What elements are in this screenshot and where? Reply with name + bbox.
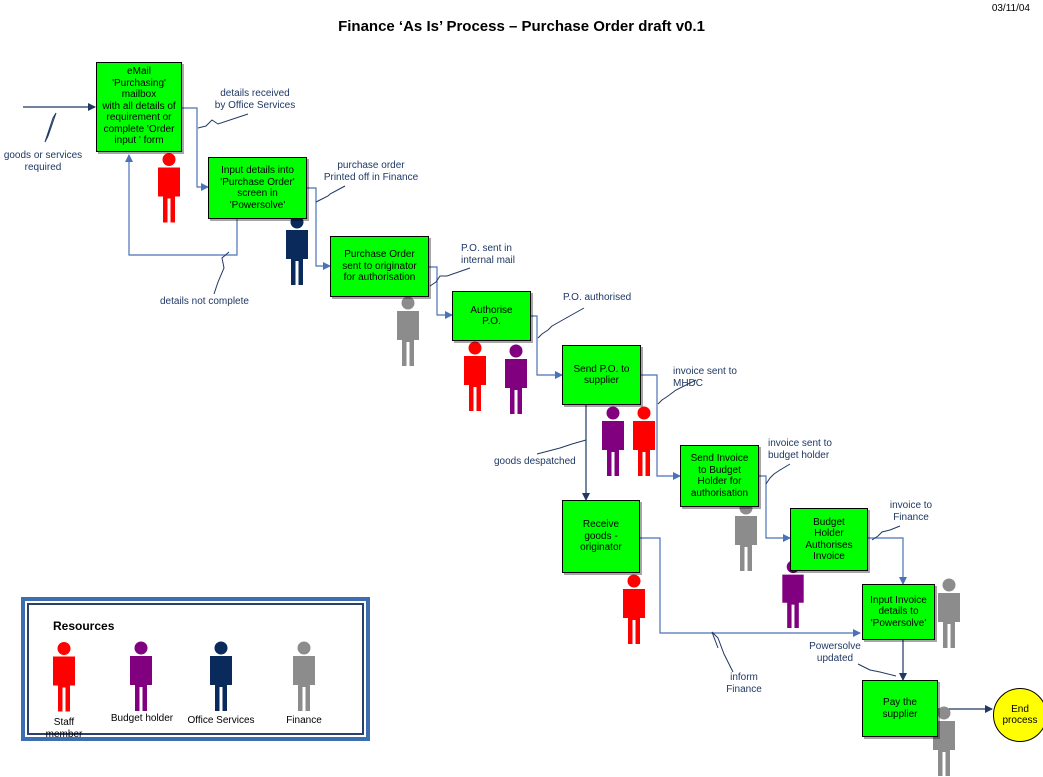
connector-send-invoice (641, 374, 681, 480)
callout-details-received (197, 113, 249, 129)
staff-member-icon (53, 642, 75, 712)
end-process: End process (993, 688, 1043, 742)
budget-holder-icon (130, 641, 152, 711)
callout-invoice-budget (765, 463, 791, 485)
step-budget-holder-authorises: Budget Holder Authorises Invoice (790, 508, 868, 571)
note-details-not-complete: details not complete (160, 296, 249, 307)
document-date: 03/11/04 (991, 3, 1030, 14)
note-invoice-mhdc: invoice sent to MHDC (673, 366, 737, 389)
note-po-printed: purchase order Printed off in Finance (323, 160, 419, 183)
step-po-sent-originator: Purchase Order sent to originator for au… (330, 236, 429, 297)
note-goods-despatched: goods despatched (494, 456, 576, 467)
connector-email-input (182, 107, 209, 191)
legend-label-office: Office Services (187, 715, 255, 726)
connector-loop-back (125, 154, 238, 256)
connector-po-authorise (429, 266, 453, 319)
staff-member-icon (158, 153, 180, 223)
step-receive-goods: Receive goods - originator (562, 500, 640, 573)
budget-holder-icon (505, 344, 527, 414)
connector-input-po (307, 187, 331, 270)
legend-label-finance: Finance (286, 715, 322, 726)
note-goods-required: goods or services required (3, 150, 83, 173)
step-input-invoice: Input Invoice details to 'Powersolve' (862, 584, 935, 640)
callout-mhdc (657, 379, 697, 405)
budget-holder-icon (602, 406, 624, 476)
finance-icon (293, 641, 315, 711)
step-pay-supplier: Pay the supplier (862, 680, 938, 737)
callout-internal-mail (429, 267, 471, 287)
note-po-authorised: P.O. authorised (563, 292, 632, 303)
finance-icon (938, 578, 960, 648)
step-input-details: Input details into 'Purchase Order' scre… (208, 157, 307, 219)
callout-po-printed (315, 185, 346, 203)
note-inform-finance: inform Finance (726, 672, 762, 695)
step-email-purchasing: eMail 'Purchasing' mailbox with all deta… (96, 62, 182, 152)
callout-invoice-finance (871, 525, 901, 541)
callout-powersolve-updated (857, 663, 897, 677)
callout-inform-finance (711, 631, 734, 673)
resources-legend: Resources Staff member Budget holder Off… (21, 597, 370, 741)
office-services-icon (286, 215, 308, 285)
connector-receive-input (640, 537, 861, 637)
connector-authorise-send (531, 315, 563, 379)
finance-icon (735, 501, 757, 571)
step-authorise-po: Authorise P.O. (452, 291, 531, 341)
note-invoice-budget-holder: invoice sent to budget holder (768, 438, 832, 461)
note-invoice-finance: invoice to Finance (889, 500, 933, 523)
connector-invoice-budget (759, 475, 791, 542)
connector-budget-input (868, 537, 907, 585)
legend-label-budget: Budget holder (110, 713, 174, 724)
callout-goods-despatched (536, 439, 587, 455)
legend-label-staff: Staff member (45, 717, 83, 740)
callout-po-authorised (537, 307, 585, 339)
callout-details-not-complete (213, 251, 230, 295)
office-services-icon (210, 641, 232, 711)
page-title: Finance ‘As Is’ Process – Purchase Order… (338, 18, 705, 35)
callout-goods (44, 112, 57, 143)
note-details-received: details received by Office Services (214, 88, 296, 111)
note-powersolve-updated: Powersolve updated (809, 641, 861, 664)
legend-title: Resources (53, 619, 115, 633)
staff-member-icon (464, 341, 486, 411)
staff-member-icon (623, 574, 645, 644)
staff-member-icon (633, 406, 655, 476)
note-po-internal-mail: P.O. sent in internal mail (461, 243, 515, 266)
finance-icon (397, 296, 419, 366)
step-send-invoice-budget-holder: Send Invoice to Budget Holder for author… (680, 445, 759, 507)
step-send-po-supplier: Send P.O. to supplier (562, 345, 641, 405)
